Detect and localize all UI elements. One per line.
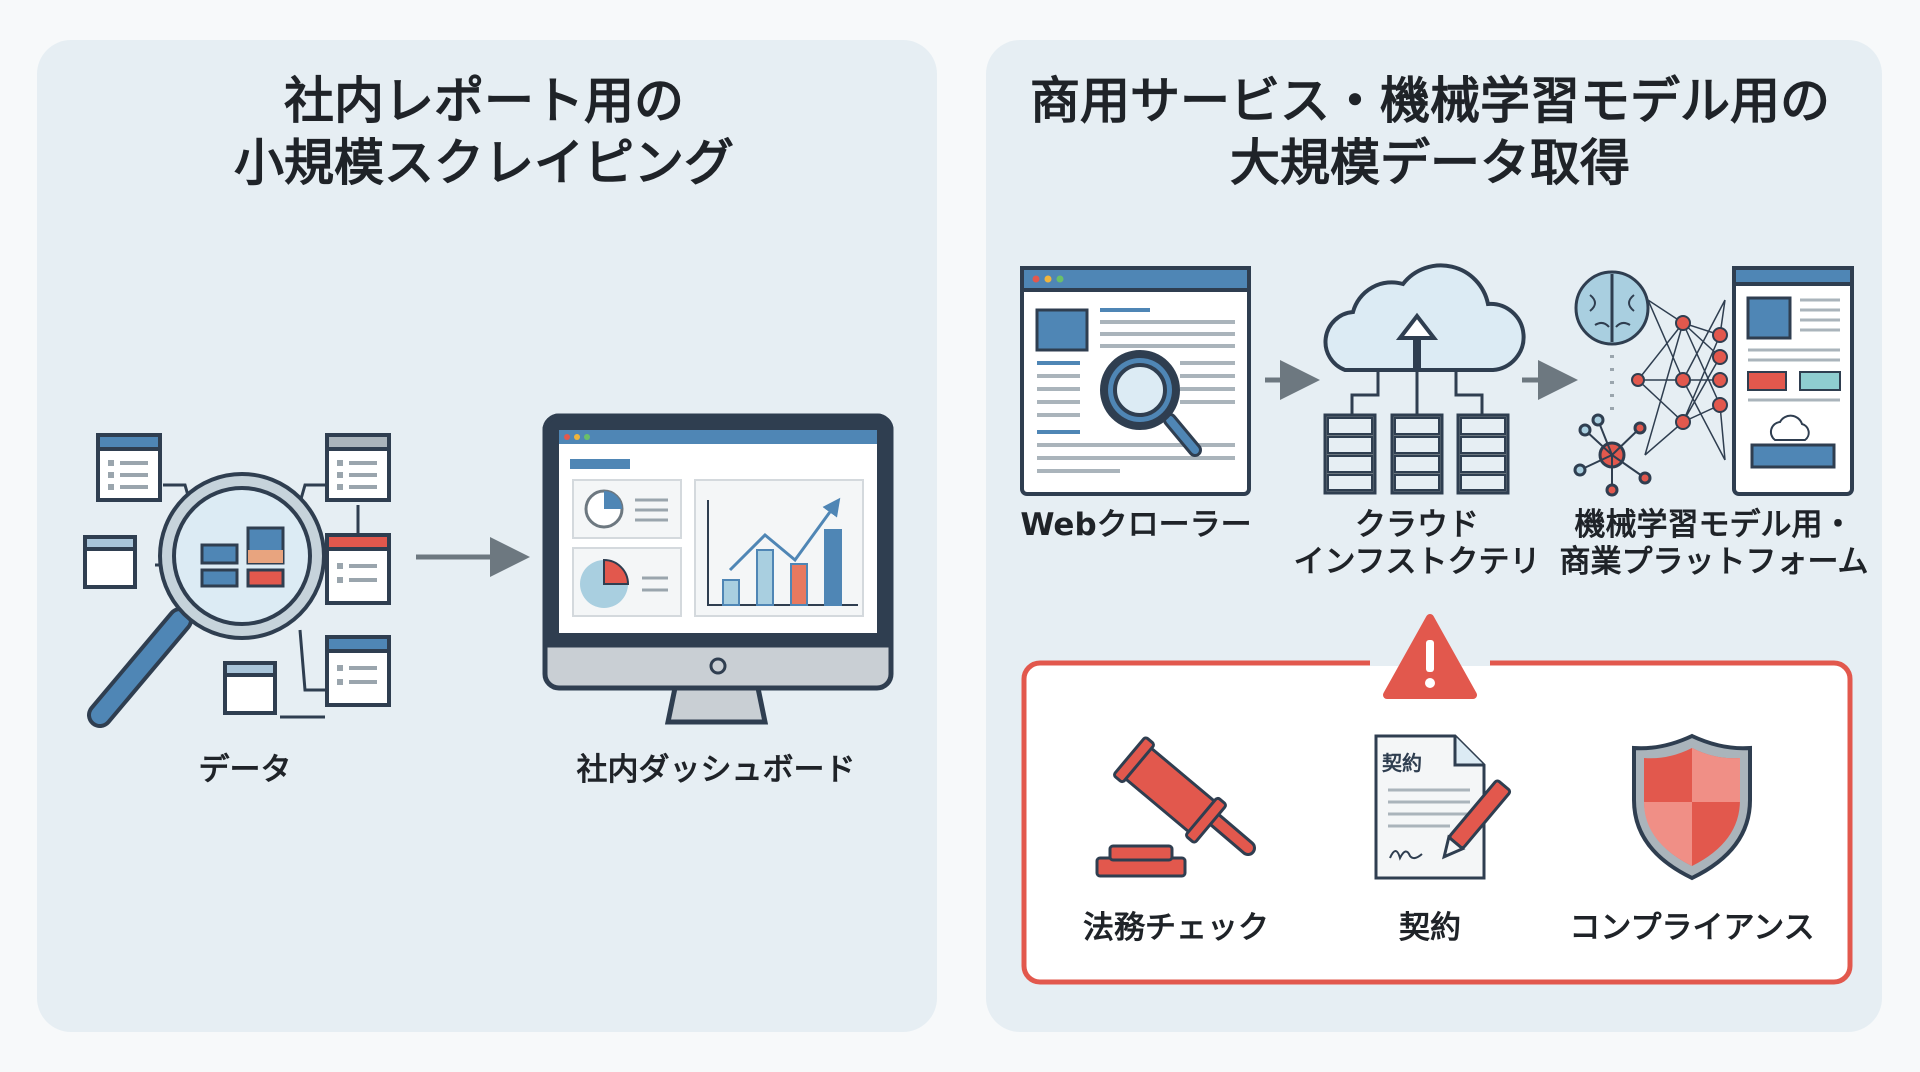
contract-doc-text: 契約 — [1381, 751, 1422, 775]
compliance-label: コンプライアンス — [1569, 910, 1814, 946]
network-node-icon — [1573, 413, 1652, 497]
dashboard-label: 社内ダッシュボード — [577, 752, 856, 788]
data-table-icon — [96, 433, 162, 502]
data-table-icon — [83, 535, 137, 589]
contract-document-icon: 契約 — [1374, 734, 1512, 880]
cloud-infrastructure-illustration — [1323, 263, 1526, 495]
data-table-icon — [325, 433, 391, 502]
magnifier-icon — [1100, 350, 1202, 457]
warning-icon — [1383, 614, 1477, 699]
ml-label-line1: 機械学習モデル用・ — [1575, 507, 1854, 543]
shield-icon — [1632, 733, 1752, 881]
web-crawler-illustration — [1020, 266, 1251, 496]
magnifier-icon — [87, 472, 326, 728]
right-panel: 商用サービス・機械学習モデル用の 大規模データ取得 — [986, 40, 1882, 1032]
risk-warning-box: 契約 法務チェック 契約 コンプライアンス — [1021, 614, 1853, 985]
platform-window-icon — [1732, 266, 1854, 496]
data-table-icon — [223, 661, 277, 715]
data-table-icon — [325, 635, 391, 707]
data-cluster-illustration — [83, 433, 391, 728]
legal-check-label: 法務チェック — [1083, 910, 1269, 946]
dashboard-monitor-illustration — [542, 413, 894, 725]
right-title-line1: 商用サービス・機械学習モデル用の — [1030, 72, 1830, 130]
crawler-label: Webクローラー — [1020, 507, 1251, 543]
data-label: データ — [199, 752, 292, 788]
right-title-line2: 大規模データ取得 — [1230, 134, 1630, 192]
left-title-line1: 社内レポート用の — [284, 72, 684, 130]
ml-label-line2: 商業プラットフォーム — [1559, 544, 1868, 580]
cloud-label-line1: クラウド — [1355, 507, 1479, 543]
cloud-label-line2: インフストクテリ — [1293, 544, 1540, 580]
data-table-icon — [325, 533, 391, 605]
contract-label: 契約 — [1399, 910, 1461, 946]
gavel-icon — [1095, 736, 1256, 878]
left-panel: 社内レポート用の 小規模スクレイピング — [37, 40, 937, 1032]
brain-icon — [1574, 270, 1650, 346]
ml-platform-illustration — [1573, 266, 1854, 497]
left-title-line2: 小規模スクレイピング — [234, 134, 734, 192]
